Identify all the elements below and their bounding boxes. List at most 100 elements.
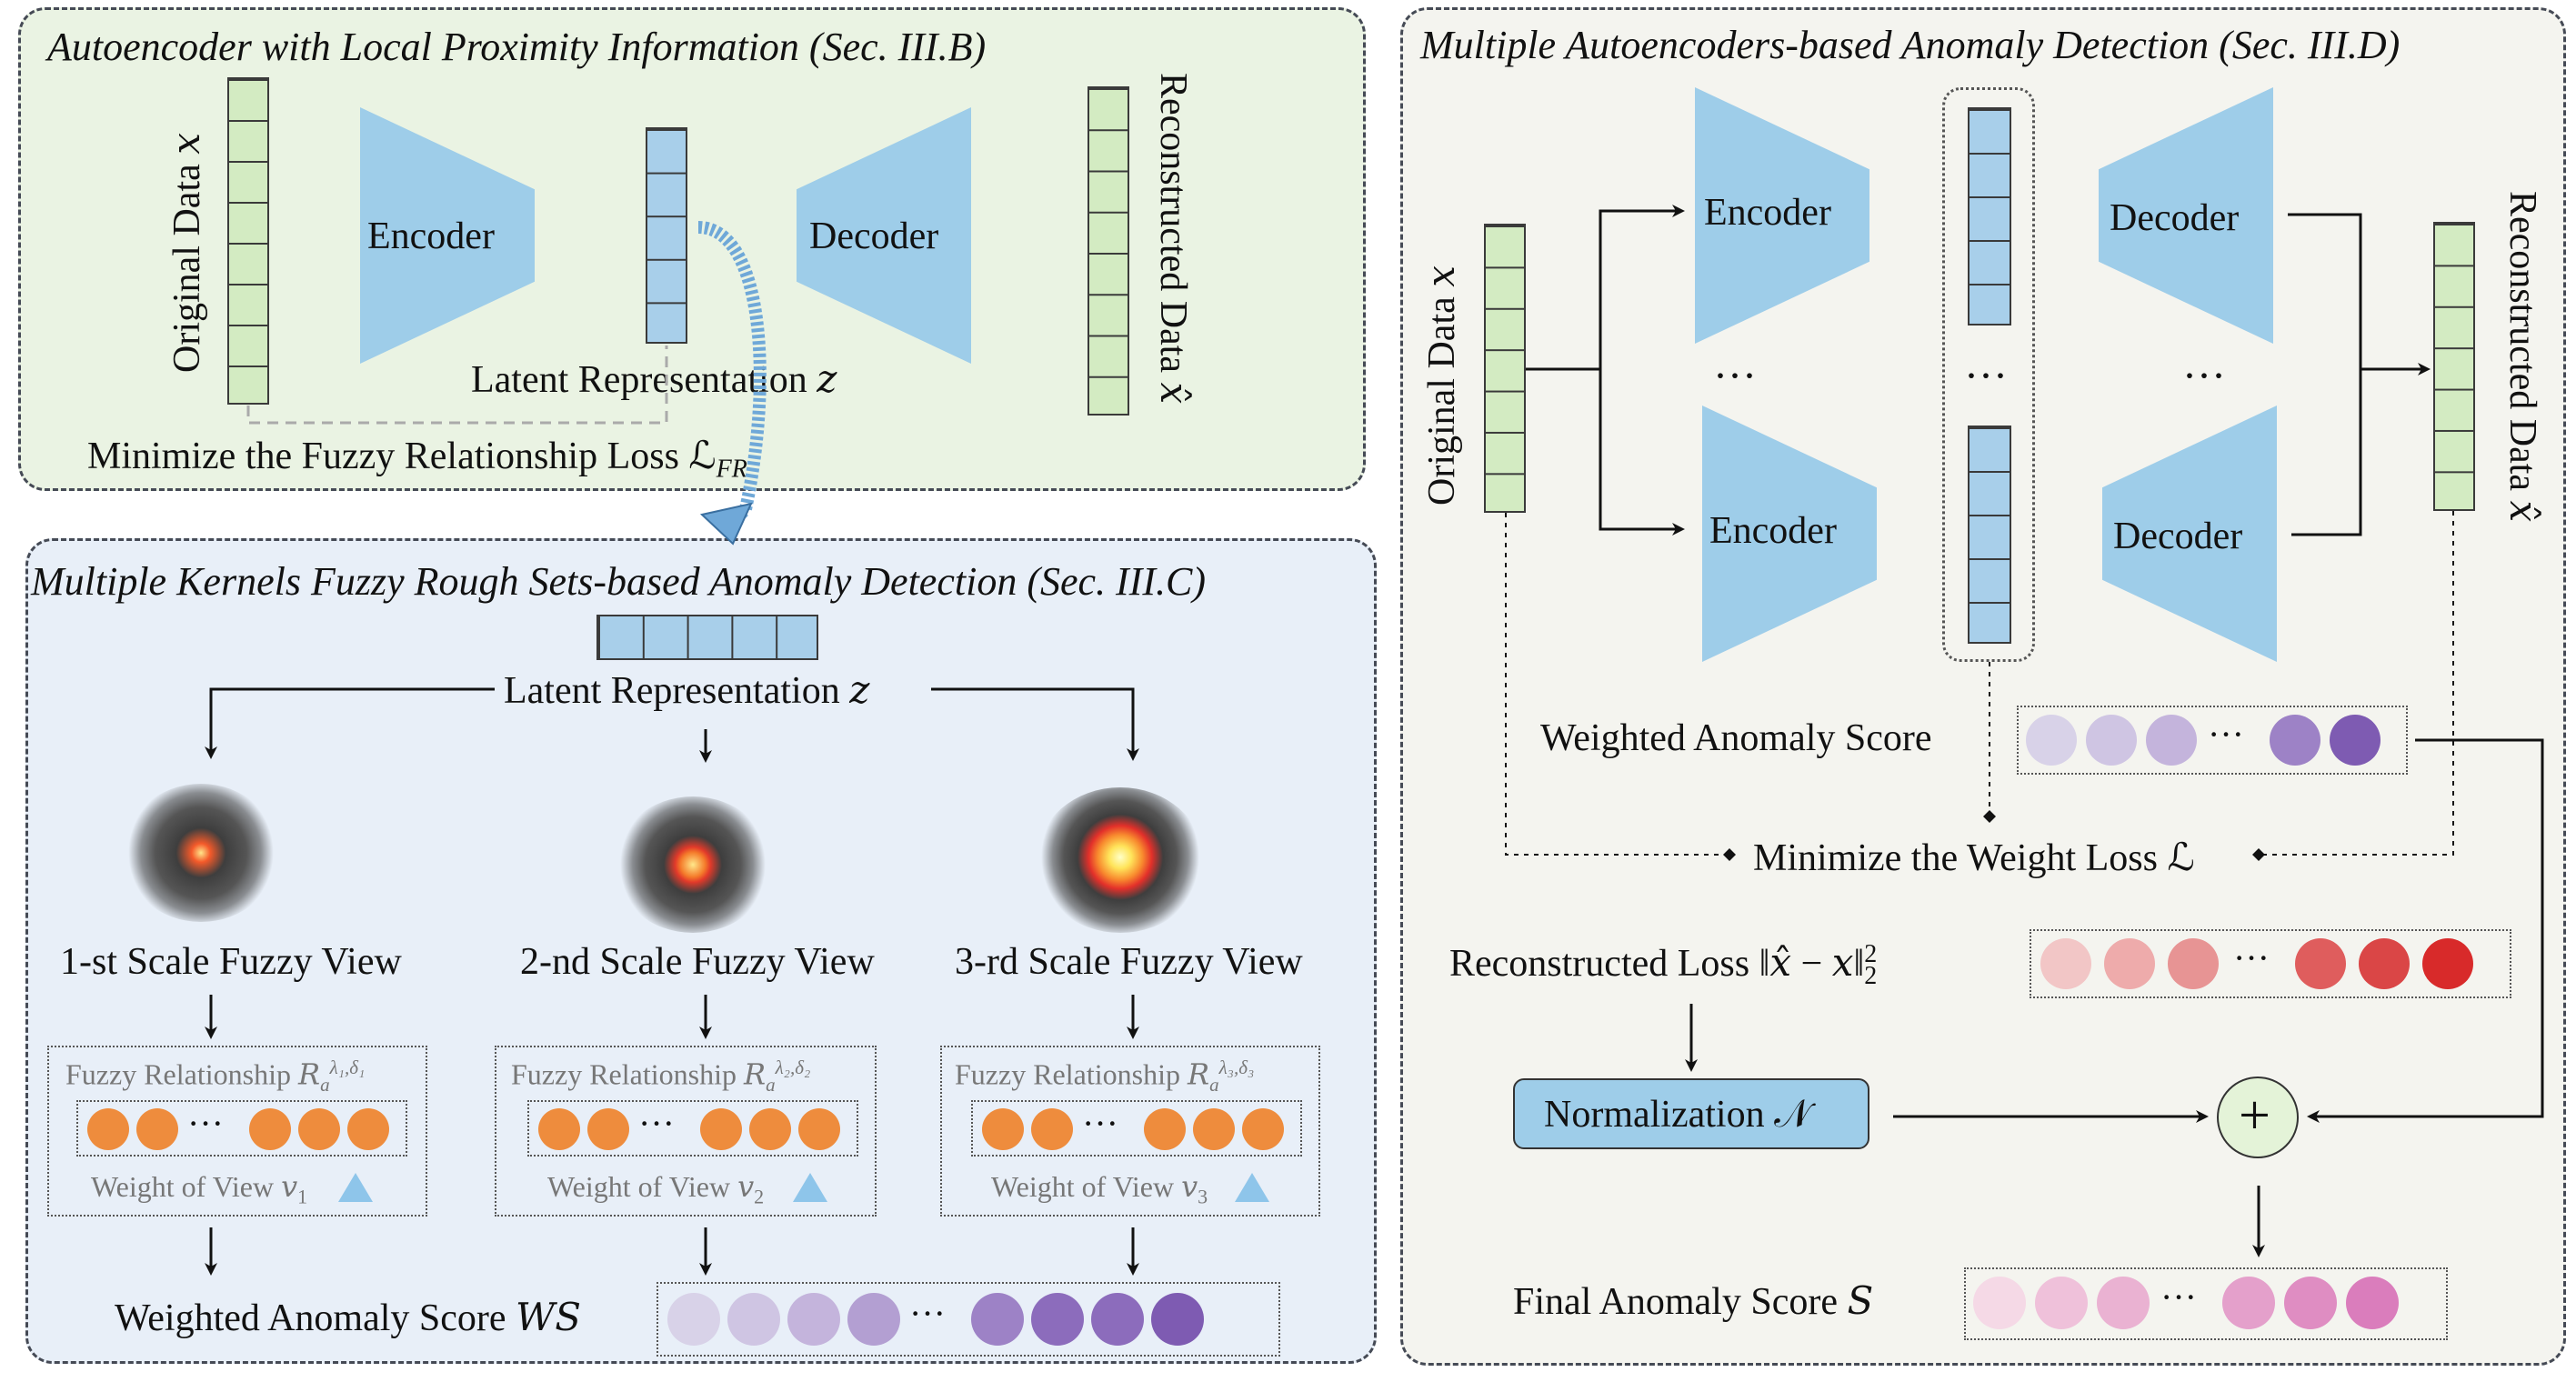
view-2-relationship-row — [527, 1100, 858, 1157]
fuzzy-relationship-loss-label: Minimize the Fuzzy Relationship Loss ℒFR — [87, 436, 747, 484]
decoder-ellipsis: ··· — [2182, 352, 2226, 400]
view-2-relationship-ellipsis: ··· — [638, 1103, 675, 1144]
weighted-anomaly-score-ws-dot — [1091, 1293, 1144, 1346]
view-3-detail-box — [940, 1046, 1320, 1217]
view-3-relationship-dot — [1242, 1108, 1284, 1150]
reconstructed-loss-dot — [2359, 938, 2410, 989]
fuzzy-loss-link — [246, 346, 668, 425]
weighted-anomaly-score-c-dot — [2330, 715, 2381, 766]
normalization-box — [1513, 1078, 1869, 1149]
reconstructed-loss-row — [2030, 929, 2511, 998]
view-3-relationship-dot — [1031, 1108, 1073, 1150]
view-3-relationship-dot — [982, 1108, 1024, 1150]
view-2-name: 2-nd Scale Fuzzy View — [520, 941, 875, 983]
view-1-relationship-dot — [347, 1108, 389, 1150]
latent-to-view-3 — [931, 687, 1139, 761]
view-2-relationship-dot — [798, 1108, 840, 1150]
latent-vector — [646, 127, 687, 344]
weighted-anomaly-score-row-c — [2017, 706, 2408, 775]
latent-ellipsis: ··· — [1964, 352, 2008, 400]
input-to-encoder-bottom — [1599, 369, 1685, 536]
latent-vectors-group — [1942, 87, 2035, 662]
latent-representation-label-b: Latent Representation 𝑧 — [504, 670, 870, 712]
final-anomaly-score-ellipsis: ··· — [2160, 1277, 2197, 1317]
view-1-relationship-row — [76, 1100, 407, 1157]
encoder-top-label: Encoder — [1704, 192, 1831, 234]
panel-b-title: Multiple Kernels Fuzzy Rough Sets-based … — [31, 559, 1206, 604]
view-2-relationship-dot — [538, 1108, 580, 1150]
view-2-weight-label: Weight of View 𝑣2 — [547, 1170, 765, 1208]
weighted-anomaly-score-ws-row — [657, 1282, 1280, 1357]
view-1-relationship-dot — [136, 1108, 178, 1150]
weighted-anomaly-score-ws-dot — [667, 1293, 720, 1346]
encoder-label: Encoder — [367, 215, 495, 257]
input-to-encoder-top — [1599, 205, 1685, 369]
weighted-anomaly-score-c-ellipsis: ··· — [2208, 714, 2244, 755]
final-anomaly-score-dot — [2097, 1277, 2150, 1329]
decoder-bottom-label: Decoder — [2113, 516, 2243, 557]
final-anomaly-score-row — [1964, 1267, 2448, 1340]
reconstructed-loss-label: Reconstructed Loss ‖𝑥̂ − 𝑥‖22 — [1449, 940, 1878, 991]
view-3-relationship-ellipsis: ··· — [1082, 1103, 1118, 1144]
reconstructed-loss-dot — [2104, 938, 2155, 989]
weighted-anomaly-score-ws-ellipsis: ··· — [909, 1293, 946, 1334]
view-3-relationship-dot — [1144, 1108, 1186, 1150]
weighted-anomaly-score-ws-label: Weighted Anomaly Score 𝑊𝑆 — [115, 1297, 581, 1339]
weighted-anomaly-score-c-dot — [2026, 715, 2077, 766]
weighted-anomaly-score-ws-dot — [847, 1293, 900, 1346]
weighted-anomaly-score-c-dot — [2086, 715, 2137, 766]
final-anomaly-score-dot — [1973, 1277, 2026, 1329]
weight-loss-left — [1505, 513, 1736, 861]
view-2-relationship-dot — [700, 1108, 742, 1150]
final-anomaly-score-label: Final Anomaly Score 𝑆 — [1513, 1281, 1874, 1323]
view-2-relationship-label: Fuzzy Relationship 𝑅aλ₂,δ₂ — [511, 1057, 811, 1097]
curved-arrow-head-icon — [699, 502, 753, 546]
weighted-anomaly-score-ws-dot — [727, 1293, 780, 1346]
latent-vector-horizontal — [596, 615, 818, 660]
sum-node — [2217, 1077, 2299, 1158]
weighted-anomaly-score-ws-dot — [1031, 1293, 1084, 1346]
reconstructed-loss-dot — [2168, 938, 2219, 989]
fuzzy-view-2-cluster — [615, 796, 771, 933]
view-1-relationship-ellipsis: ··· — [187, 1103, 224, 1144]
view-2-detail-box — [495, 1046, 877, 1217]
latent-to-view-1 — [205, 687, 495, 759]
view-1-relationship-dot — [298, 1108, 340, 1150]
view-1-relationship-label: Fuzzy Relationship 𝑅aλ₁,δ₁ — [65, 1057, 366, 1097]
encoder-bottom-label: Encoder — [1709, 510, 1837, 552]
view-1-weight-label: Weight of View 𝑣1 — [91, 1170, 308, 1208]
latent-to-fuzzy-curved-arrow — [697, 221, 767, 532]
fuzzy-view-3-cluster — [1037, 787, 1204, 933]
view-1-relationship-dot — [87, 1108, 129, 1150]
encoder-ellipsis: ··· — [1713, 352, 1757, 400]
original-data-vector — [227, 77, 269, 405]
weight-loss-right — [2252, 511, 2454, 861]
latent-vector-bottom — [1968, 426, 2011, 644]
latent-representation-label: Latent Representation 𝑧 — [471, 359, 837, 401]
view-2-relationship-dot — [749, 1108, 791, 1150]
panel-a-title: Autoencoder with Local Proximity Informa… — [47, 25, 987, 69]
view-3-relationship-dot — [1193, 1108, 1235, 1150]
weighted-anomaly-score-ws-dot — [971, 1293, 1024, 1346]
view-1-name: 1-st Scale Fuzzy View — [60, 941, 402, 983]
decoder-label: Decoder — [809, 215, 939, 257]
fuzzy-view-1-cluster — [124, 784, 278, 922]
reconstructed-loss-dot — [2040, 938, 2091, 989]
decoder-top-to-output — [2288, 213, 2362, 369]
view-3-weight-label: Weight of View 𝑣3 — [991, 1170, 1208, 1208]
latent-vector-top — [1968, 107, 2011, 325]
view-2-relationship-dot — [587, 1108, 629, 1150]
weighted-anomaly-score-c-dot — [2270, 715, 2320, 766]
decoder-top-label: Decoder — [2110, 197, 2240, 239]
reconstructed-loss-ellipsis: ··· — [2233, 937, 2270, 978]
view-3-relationship-row — [971, 1100, 1302, 1157]
view-1-relationship-dot — [249, 1108, 291, 1150]
view-3-name: 3-rd Scale Fuzzy View — [955, 941, 1303, 983]
reconstructed-loss-dot — [2422, 938, 2473, 989]
weighted-anomaly-score-c-dot — [2146, 715, 2197, 766]
weighted-anomaly-score-ws-dot — [787, 1293, 840, 1346]
final-anomaly-score-dot — [2035, 1277, 2088, 1329]
final-anomaly-score-dot — [2284, 1277, 2337, 1329]
weighted-anomaly-score-label-c: Weighted Anomaly Score — [1540, 717, 1932, 759]
